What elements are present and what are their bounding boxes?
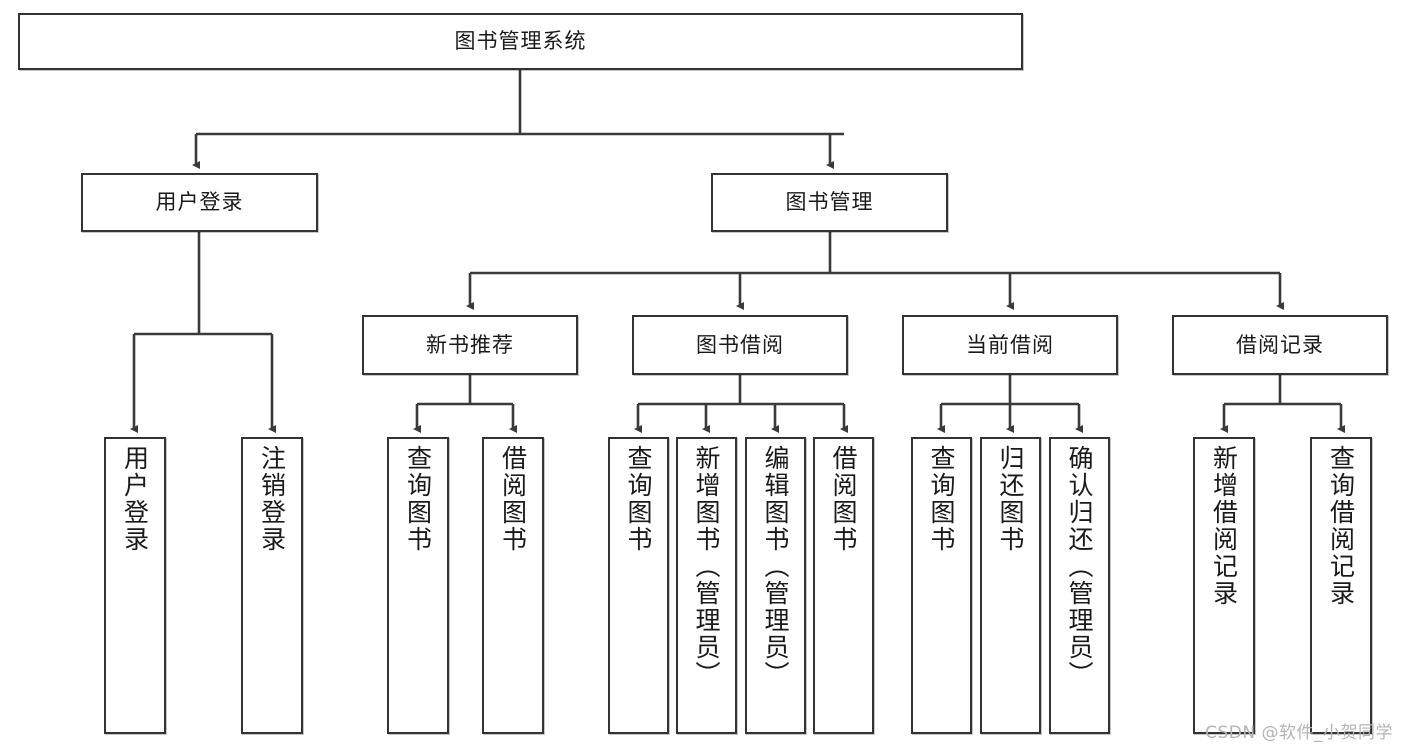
node-label: 归还图书 [996, 445, 1025, 553]
node-label: 确认归还（管理员） [1065, 445, 1094, 688]
leaf-record-add-borrow-record[interactable]: 新增借阅记录 [1193, 437, 1255, 734]
node-label: 用户登录 [120, 445, 150, 553]
watermark-text: CSDN @软件_小贺同学 [1205, 723, 1393, 743]
node-label: 图书管理 [785, 190, 874, 215]
node-label: 借阅图书 [498, 445, 528, 553]
node-borrow-record[interactable]: 借阅记录 [1172, 315, 1388, 375]
leaf-new-book-query[interactable]: 查询图书 [387, 437, 449, 734]
leaf-current-return-book[interactable]: 归还图书 [980, 437, 1041, 734]
node-current-borrow[interactable]: 当前借阅 [902, 315, 1118, 375]
leaf-current-query-book[interactable]: 查询图书 [911, 437, 972, 734]
node-label: 当前借阅 [966, 332, 1054, 357]
node-label: 查询图书 [403, 445, 433, 553]
node-new-book-recommendation[interactable]: 新书推荐 [362, 315, 578, 375]
node-label: 注销登录 [257, 445, 287, 553]
node-root-book-management-system[interactable]: 图书管理系统 [18, 13, 1023, 70]
node-label: 编辑图书（管理员） [761, 445, 790, 688]
node-label: 查询图书 [624, 445, 653, 553]
leaf-user-login-logout[interactable]: 注销登录 [241, 437, 303, 734]
node-label: 查询图书 [927, 445, 956, 553]
node-label: 借阅记录 [1236, 332, 1324, 357]
leaf-record-query-borrow-record[interactable]: 查询借阅记录 [1310, 437, 1372, 734]
node-user-login[interactable]: 用户登录 [81, 173, 318, 232]
leaf-borrow-edit-book-admin[interactable]: 编辑图书（管理员） [745, 437, 806, 734]
leaf-borrow-borrow-book[interactable]: 借阅图书 [813, 437, 874, 734]
node-label: 用户登录 [155, 190, 244, 215]
node-label: 新增借阅记录 [1209, 445, 1239, 607]
leaf-borrow-query-book[interactable]: 查询图书 [608, 437, 669, 734]
node-book-management[interactable]: 图书管理 [711, 173, 948, 232]
node-label: 图书管理系统 [454, 29, 587, 54]
node-label: 新增图书（管理员） [692, 445, 721, 688]
node-label: 图书借阅 [696, 332, 784, 357]
node-label: 新书推荐 [426, 332, 514, 357]
node-book-borrow[interactable]: 图书借阅 [632, 315, 848, 375]
node-label: 借阅图书 [829, 445, 858, 553]
leaf-borrow-add-book-admin[interactable]: 新增图书（管理员） [676, 437, 737, 734]
leaf-current-confirm-return-admin[interactable]: 确认归还（管理员） [1049, 437, 1110, 734]
leaf-new-book-borrow[interactable]: 借阅图书 [482, 437, 544, 734]
leaf-user-login-login[interactable]: 用户登录 [104, 437, 166, 734]
node-label: 查询借阅记录 [1326, 445, 1356, 607]
